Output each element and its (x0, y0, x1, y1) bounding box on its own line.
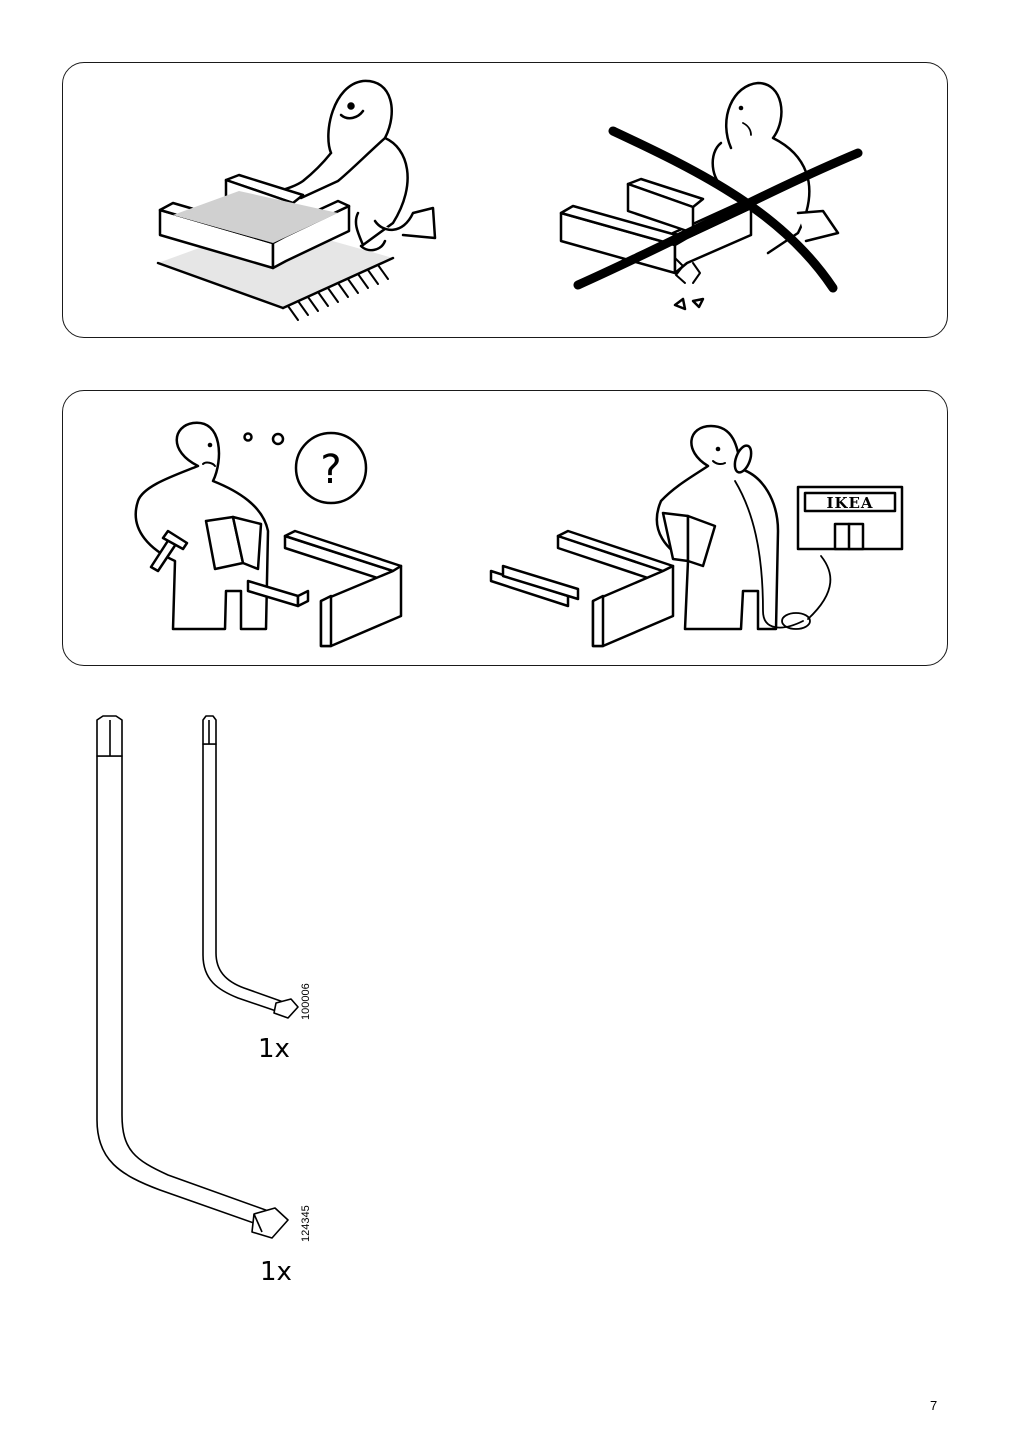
thought-bubble (294, 431, 368, 505)
question-mark: ? (320, 447, 341, 493)
help-panel: ? IKEA (62, 390, 948, 666)
quantity-large-key: 1x (260, 1257, 292, 1287)
assemble-on-rug-illustration (156, 79, 437, 321)
part-number-small-key: 100006 (300, 983, 312, 1020)
confused-reader-illustration: ? (134, 421, 403, 648)
quantity-small-key: 1x (258, 1034, 290, 1064)
call-store-illustration: IKEA (489, 424, 904, 648)
store-sign-text: IKEA (826, 494, 873, 512)
assembly-surface-panel (62, 62, 948, 338)
part-number-large-key: 124345 (300, 1205, 312, 1242)
page-number: 7 (930, 1398, 938, 1413)
assemble-on-hard-floor-illustration (559, 81, 863, 311)
